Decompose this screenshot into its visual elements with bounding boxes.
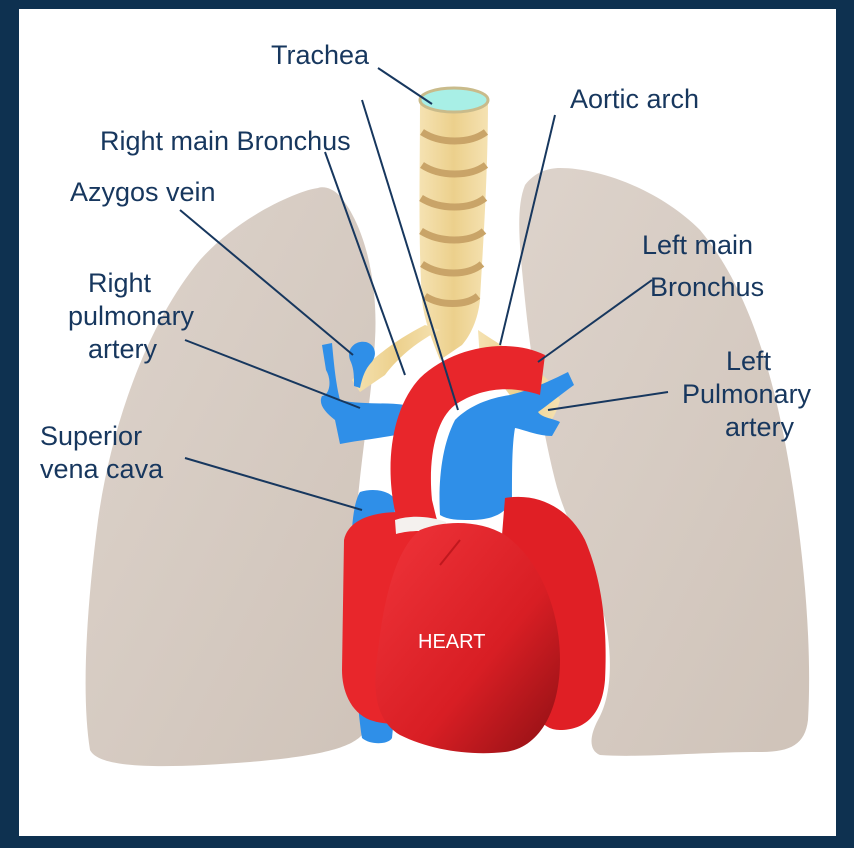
label-right-pulmonary-line1: Right [88,268,152,298]
label-trachea: Trachea [271,40,370,70]
label-aortic-arch: Aortic arch [570,84,699,114]
label-superior-vena-cava-line1: Superior [40,421,142,451]
label-right-pulmonary-line2: pulmonary [68,301,195,331]
label-right-main-bronchus: Right main Bronchus [100,126,351,156]
label-azygos-vein: Azygos vein [70,177,216,207]
label-left-main-line2: Bronchus [650,272,764,302]
label-left-pulmonary-line3: artery [725,412,795,442]
label-left-pulmonary-line2: Pulmonary [682,379,812,409]
label-superior-vena-cava-line2: vena cava [40,454,164,484]
label-right-pulmonary-line3: artery [88,334,158,364]
heart [342,497,606,753]
label-heart: HEART [418,631,485,653]
label-left-pulmonary-line1: Left [726,346,772,376]
label-left-main-line1: Left main [642,230,753,260]
